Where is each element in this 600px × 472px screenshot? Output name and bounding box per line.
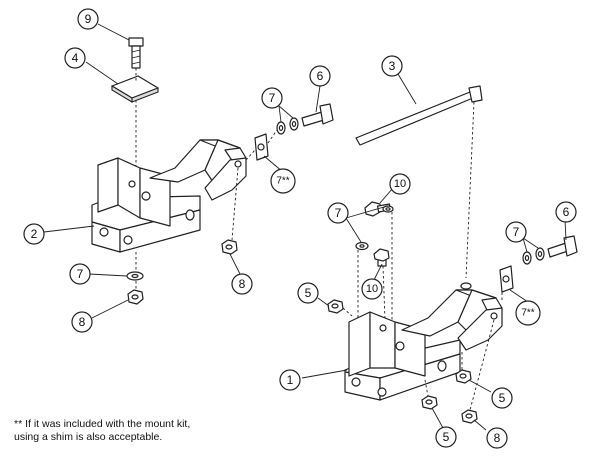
bolt-6-left — [301, 103, 334, 127]
callout-7-right-upper: 7 — [327, 202, 349, 224]
svg-text:7**: 7** — [276, 176, 289, 187]
svg-text:4: 4 — [72, 51, 79, 65]
callout-9: 9 — [77, 8, 99, 30]
callout-6-left: 6 — [309, 65, 331, 87]
left-assembly — [91, 37, 334, 305]
bolt-9 — [128, 37, 144, 69]
shim-7-right — [499, 265, 514, 293]
svg-text:5: 5 — [499, 391, 506, 405]
callout-7-right-washers: 7 — [505, 221, 527, 243]
nut-8-lower — [127, 289, 144, 305]
bolt-10-lower — [373, 248, 390, 267]
shim-7-left — [254, 133, 269, 161]
svg-text:10: 10 — [394, 178, 406, 190]
leader-lines — [43, 23, 567, 431]
bracket-1 — [344, 282, 503, 401]
svg-text:8: 8 — [494, 431, 501, 445]
svg-text:9: 9 — [85, 12, 92, 26]
callout-8-left-lower: 8 — [71, 311, 93, 333]
svg-text:7: 7 — [513, 225, 520, 239]
callout-7-left-lower: 7 — [69, 263, 91, 285]
callout-6-right: 6 — [555, 201, 577, 223]
svg-text:5: 5 — [443, 430, 450, 444]
callout-7-left-washers: 7 — [261, 87, 283, 109]
svg-text:6: 6 — [563, 205, 570, 219]
callout-2: 2 — [23, 223, 45, 245]
svg-text:8: 8 — [79, 315, 86, 329]
svg-text:5: 5 — [305, 286, 312, 300]
svg-text:2: 2 — [31, 227, 38, 241]
washer-7-lower — [126, 271, 144, 281]
svg-text:7**: 7** — [521, 308, 534, 319]
footnote-line-2: using a shim is also acceptable. — [14, 431, 163, 443]
svg-text:10: 10 — [366, 283, 378, 295]
footnote: ** If it was included with the mount kit… — [14, 418, 190, 444]
svg-text:1: 1 — [287, 373, 294, 387]
svg-text:6: 6 — [317, 69, 324, 83]
callout-5-left: 5 — [297, 282, 319, 304]
bracket-2 — [91, 139, 247, 253]
svg-text:7: 7 — [269, 91, 276, 105]
washer-7-upper — [382, 205, 394, 213]
callout-10-lower: 10 — [361, 278, 383, 300]
callout-5-bottom: 5 — [435, 426, 457, 448]
right-assembly — [327, 201, 578, 424]
callout-4: 4 — [64, 47, 86, 69]
rod-3 — [355, 85, 483, 279]
callout-5-right: 5 — [491, 387, 513, 409]
nut-8-bottom — [461, 409, 478, 424]
callout-10-upper: 10 — [389, 173, 411, 195]
washers-7-right — [522, 247, 545, 265]
svg-text:8: 8 — [239, 277, 246, 291]
callout-8-bottom: 8 — [486, 427, 508, 449]
nut-8-arm — [221, 239, 238, 255]
washer-plate-4 — [111, 75, 159, 103]
callout-3: 3 — [381, 55, 403, 77]
washers-7-left — [276, 117, 299, 135]
nut-5-left — [327, 299, 344, 314]
callout-8-left-arm: 8 — [231, 273, 253, 295]
svg-text:7: 7 — [335, 206, 342, 220]
callout-1: 1 — [279, 369, 301, 391]
callout-7-shim-right: 7** — [515, 300, 541, 326]
svg-text:7: 7 — [77, 267, 84, 281]
svg-text:3: 3 — [389, 59, 396, 73]
bolt-6-right — [547, 235, 578, 258]
nut-5-right — [455, 369, 472, 384]
footnote-line-1: ** If it was included with the mount kit… — [14, 418, 191, 430]
nut-5-bottom — [421, 395, 438, 410]
callout-7-shim-left: 7** — [270, 168, 296, 194]
washer-7-middle — [355, 241, 369, 251]
